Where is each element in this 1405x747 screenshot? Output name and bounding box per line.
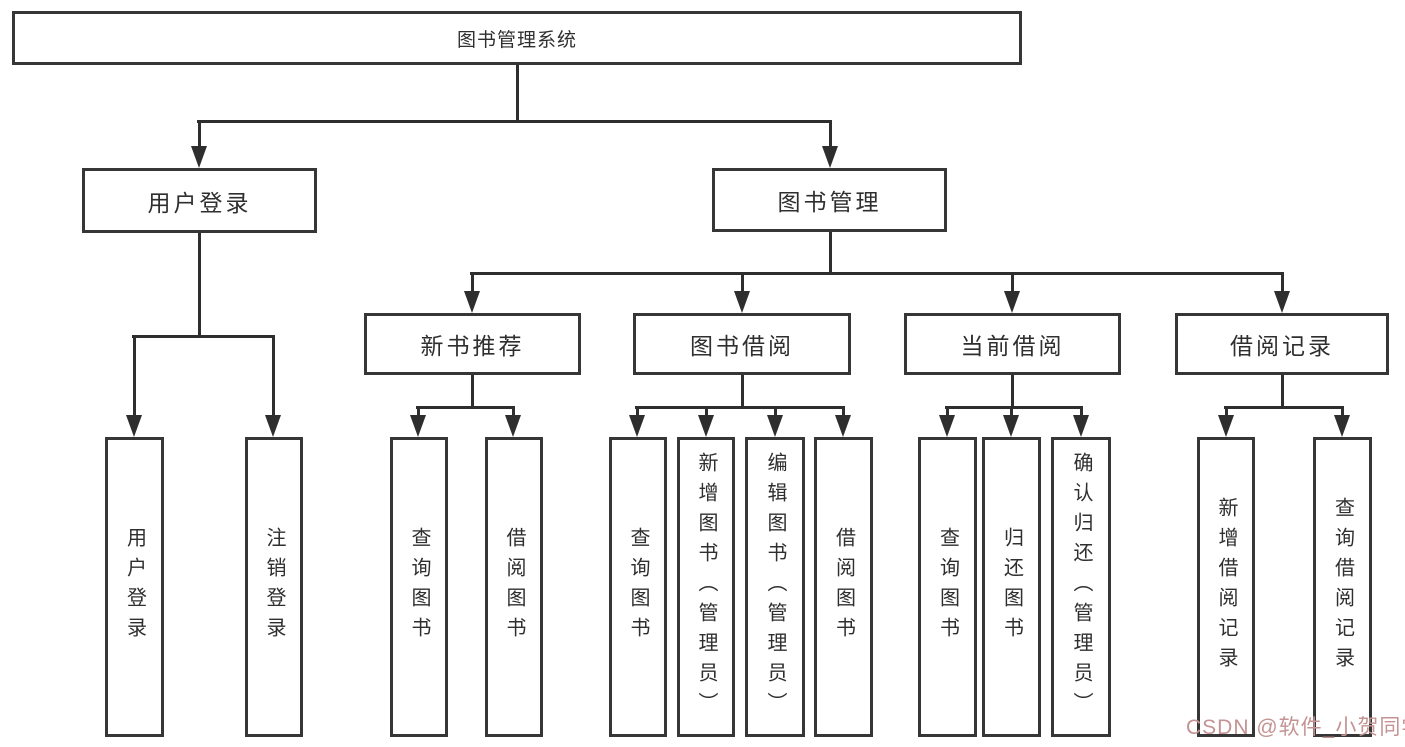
arrowhead-down-icon <box>629 415 645 437</box>
node-new-book-recommendation-label: 新书推荐 <box>420 333 525 359</box>
node-book-management: 图书管理 <box>712 168 947 232</box>
leaf-return-books-label: 归还图书 <box>1000 527 1023 647</box>
leaf-query-books-2: 查询图书 <box>609 437 667 737</box>
connector-arrow-stem <box>841 406 845 417</box>
connector-arrow-stem <box>1340 406 1344 417</box>
leaf-borrow-books-2-label: 借阅图书 <box>832 527 855 647</box>
connector-bar <box>1224 406 1344 409</box>
arrowhead-down-icon <box>767 415 783 437</box>
connector-stem <box>1280 375 1284 408</box>
leaf-logout: 注销登录 <box>245 437 303 737</box>
leaf-query-books-2-label: 查询图书 <box>627 527 649 647</box>
arrowhead-down-icon <box>191 146 207 168</box>
leaf-query-borrow-record-label: 查询借阅记录 <box>1331 497 1354 677</box>
arrowhead-down-icon <box>1003 415 1019 437</box>
leaf-edit-book-admin: 编辑图书（管理员） <box>745 437 805 737</box>
node-new-book-recommendation: 新书推荐 <box>364 313 581 375</box>
leaf-user-login: 用户登录 <box>105 437 164 737</box>
arrowhead-down-icon <box>734 291 750 313</box>
connector-arrow-stem <box>1280 272 1284 293</box>
arrowhead-down-icon <box>505 415 521 437</box>
arrowhead-down-icon <box>1274 291 1290 313</box>
arrowhead-down-icon <box>1004 291 1020 313</box>
connector-arrow-stem <box>828 120 832 148</box>
arrowhead-down-icon <box>1218 415 1234 437</box>
node-book-borrowing-label: 图书借阅 <box>690 333 794 359</box>
node-user-login-label: 用户登录 <box>147 189 252 216</box>
leaf-query-books-1: 查询图书 <box>390 437 448 737</box>
connector-arrow-stem <box>271 335 275 417</box>
leaf-borrow-books-1: 借阅图书 <box>485 437 543 737</box>
connector-bar <box>635 406 845 409</box>
leaf-query-borrow-record: 查询借阅记录 <box>1313 437 1372 737</box>
arrowhead-down-icon <box>126 415 142 437</box>
arrowhead-down-icon <box>698 415 714 437</box>
connector-arrow-stem <box>470 272 474 293</box>
leaf-borrow-books-1-label: 借阅图书 <box>503 527 525 647</box>
connector-arrow-stem <box>704 406 708 417</box>
leaf-confirm-return-admin-label: 确认归还（管理员） <box>1070 452 1092 722</box>
arrowhead-down-icon <box>835 415 851 437</box>
connector-arrow-stem <box>511 406 515 417</box>
leaf-user-login-label: 用户登录 <box>123 527 146 647</box>
connector-arrow-stem <box>132 335 136 417</box>
node-current-borrowing-label: 当前借阅 <box>960 333 1065 359</box>
arrowhead-down-icon <box>1334 415 1350 437</box>
connector-arrow-stem <box>635 406 639 417</box>
connector-bar <box>132 335 275 338</box>
arrowhead-down-icon <box>822 146 838 168</box>
connector-stem <box>515 65 519 123</box>
arrowhead-down-icon <box>464 291 480 313</box>
node-borrowing-records-label: 借阅记录 <box>1230 333 1334 359</box>
node-user-login: 用户登录 <box>82 168 317 233</box>
csdn-watermark: CSDN @软件_小贺同学 <box>1186 716 1405 739</box>
connector-arrow-stem <box>1079 406 1083 417</box>
node-book-management-label: 图书管理 <box>777 189 882 215</box>
node-library-system-label: 图书管理系统 <box>456 29 577 51</box>
leaf-add-book-admin-label: 新增图书（管理员） <box>695 452 717 722</box>
leaf-edit-book-admin-label: 编辑图书（管理员） <box>764 452 786 722</box>
node-current-borrowing: 当前借阅 <box>904 313 1121 375</box>
connector-bar <box>470 272 1284 275</box>
connector-arrow-stem <box>1224 406 1228 417</box>
leaf-add-borrow-record: 新增借阅记录 <box>1197 437 1255 737</box>
connector-arrow-stem <box>197 120 201 148</box>
arrowhead-down-icon <box>265 415 281 437</box>
arrowhead-down-icon <box>939 415 955 437</box>
connector-bar <box>945 406 1083 409</box>
node-borrowing-records: 借阅记录 <box>1175 313 1389 375</box>
connector-bar <box>416 406 515 409</box>
leaf-query-books-1-label: 查询图书 <box>408 527 430 647</box>
connector-arrow-stem <box>773 406 777 417</box>
connector-stem <box>197 233 201 337</box>
connector-arrow-stem <box>1009 406 1013 417</box>
node-library-system: 图书管理系统 <box>12 11 1022 65</box>
leaf-query-books-3: 查询图书 <box>918 437 977 737</box>
connector-bar <box>197 120 832 123</box>
leaf-query-books-3-label: 查询图书 <box>936 527 959 647</box>
connector-stem <box>740 375 744 408</box>
connector-stem <box>470 375 474 408</box>
arrowhead-down-icon <box>410 415 426 437</box>
connector-stem <box>828 232 832 274</box>
leaf-logout-label: 注销登录 <box>263 527 285 647</box>
connector-arrow-stem <box>945 406 949 417</box>
leaf-add-borrow-record-label: 新增借阅记录 <box>1215 497 1237 677</box>
arrowhead-down-icon <box>1073 415 1089 437</box>
connector-arrow-stem <box>1010 272 1014 293</box>
leaf-add-book-admin: 新增图书（管理员） <box>677 437 735 737</box>
connector-arrow-stem <box>416 406 420 417</box>
connector-stem <box>1010 375 1014 408</box>
leaf-return-books: 归还图书 <box>982 437 1041 737</box>
leaf-borrow-books-2: 借阅图书 <box>814 437 873 737</box>
leaf-confirm-return-admin: 确认归还（管理员） <box>1051 437 1111 737</box>
node-book-borrowing: 图书借阅 <box>633 313 851 375</box>
connector-arrow-stem <box>740 272 744 293</box>
